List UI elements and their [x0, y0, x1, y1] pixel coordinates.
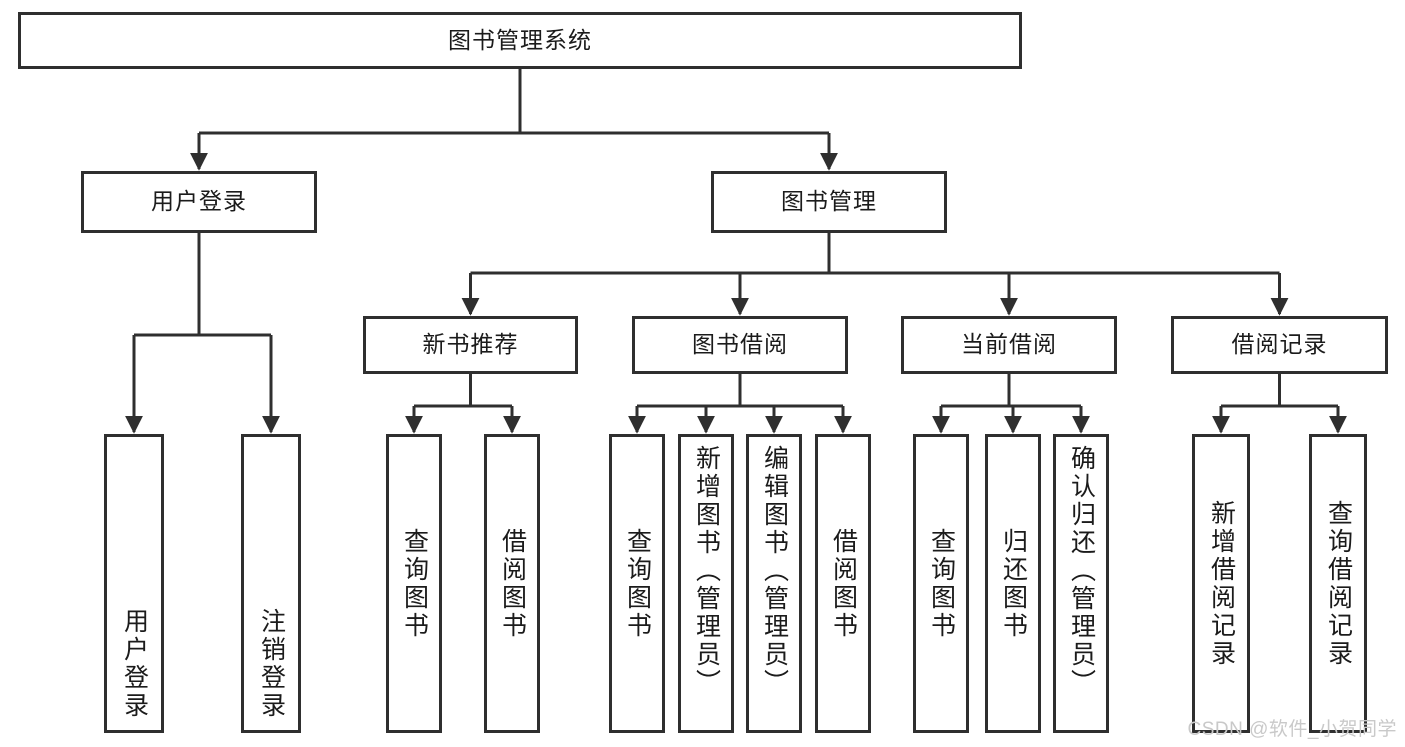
node-book-manage[interactable]: 图书管理 — [711, 171, 947, 233]
watermark: CSDN @软件_小贺同学 — [1187, 719, 1397, 740]
node-label: 图书借阅 — [692, 331, 788, 358]
node-label: 查询借阅记录 — [1324, 499, 1353, 668]
node-leaf-logout[interactable]: 注销登录 — [241, 434, 301, 733]
node-label: 借阅记录 — [1231, 331, 1328, 358]
node-label: 编辑图书（管理员） — [760, 445, 789, 697]
node-label: 查询图书 — [623, 527, 652, 640]
node-leaf-query-book-current[interactable]: 查询图书 — [913, 434, 969, 733]
node-leaf-borrow-book-recommend[interactable]: 借阅图书 — [484, 434, 540, 733]
node-leaf-query-borrow-record[interactable]: 查询借阅记录 — [1309, 434, 1367, 733]
node-label: 用户登录 — [151, 188, 247, 215]
node-leaf-query-book[interactable]: 查询图书 — [609, 434, 665, 733]
node-label: 查询图书 — [400, 527, 429, 640]
node-leaf-query-book-recommend[interactable]: 查询图书 — [386, 434, 442, 733]
node-label: 新书推荐 — [422, 331, 519, 358]
node-leaf-add-borrow-record[interactable]: 新增借阅记录 — [1192, 434, 1250, 733]
node-new-book-recommend[interactable]: 新书推荐 — [363, 316, 578, 374]
node-label: 新增借阅记录 — [1207, 499, 1236, 668]
node-label: 新增图书（管理员） — [692, 445, 721, 697]
node-label: 查询图书 — [927, 527, 956, 640]
node-borrow-record[interactable]: 借阅记录 — [1171, 316, 1388, 374]
node-label: 归还图书 — [999, 527, 1028, 640]
node-current-borrow[interactable]: 当前借阅 — [901, 316, 1117, 374]
node-leaf-add-book[interactable]: 新增图书（管理员） — [678, 434, 734, 733]
node-user-login[interactable]: 用户登录 — [81, 171, 317, 233]
node-label: 图书管理 — [781, 188, 877, 215]
node-leaf-borrow-book[interactable]: 借阅图书 — [815, 434, 871, 733]
node-leaf-user-login[interactable]: 用户登录 — [104, 434, 164, 733]
node-label: 借阅图书 — [498, 527, 527, 640]
node-label: 借阅图书 — [829, 527, 858, 640]
node-label: 确认归还（管理员） — [1067, 445, 1096, 697]
node-label: 图书管理系统 — [448, 26, 592, 53]
node-leaf-confirm-return[interactable]: 确认归还（管理员） — [1053, 434, 1109, 733]
node-label: 用户登录 — [120, 608, 149, 720]
node-label: 注销登录 — [257, 608, 286, 720]
node-leaf-return-book[interactable]: 归还图书 — [985, 434, 1041, 733]
node-leaf-edit-book[interactable]: 编辑图书（管理员） — [746, 434, 802, 733]
node-label: 当前借阅 — [961, 331, 1057, 358]
node-root[interactable]: 图书管理系统 — [18, 12, 1022, 69]
node-book-borrow[interactable]: 图书借阅 — [632, 316, 848, 374]
